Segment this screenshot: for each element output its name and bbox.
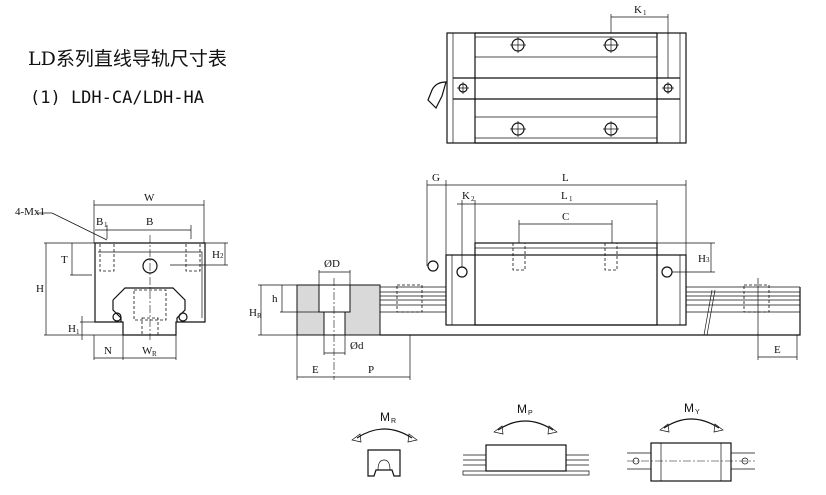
svg-text:Y: Y	[695, 409, 700, 416]
svg-text:3: 3	[706, 256, 710, 264]
svg-text:P: P	[528, 410, 533, 417]
svg-text:R: R	[152, 350, 157, 358]
svg-text:2: 2	[220, 252, 224, 260]
dim-K2: K	[462, 190, 470, 202]
dim-G: G	[432, 172, 440, 184]
dim-B1: B	[96, 216, 103, 228]
dim-L: L	[562, 172, 569, 184]
grease-nipple-icon	[427, 81, 447, 110]
svg-text:1: 1	[569, 195, 573, 203]
dim-HR: H	[249, 307, 257, 319]
grease-nipple-icon	[427, 260, 439, 272]
dim-K1: K	[634, 4, 642, 16]
dim-WR: W	[142, 345, 153, 357]
dim-E: E	[312, 364, 319, 376]
svg-text:R: R	[257, 312, 262, 320]
svg-text:1: 1	[104, 221, 108, 229]
dim-N: N	[104, 345, 112, 357]
side-view: G L K 2 L 1 C H 3 E	[380, 172, 801, 360]
moment-MP-icon: M P	[462, 402, 590, 476]
dim-L1: L	[561, 190, 568, 202]
label-4-Mx1: 4-Mx1	[15, 206, 45, 218]
moment-MY-icon: M Y	[627, 401, 755, 482]
dim-H: H	[36, 283, 44, 295]
dim-H2: H	[212, 249, 220, 261]
dim-T: T	[61, 254, 68, 266]
dim-h: h	[272, 293, 278, 305]
dim-E-side: E	[774, 344, 781, 356]
svg-text:1: 1	[643, 9, 647, 17]
front-view: W B 1 B 4-Mx1 H T H 2 H 1 N W R	[15, 192, 228, 360]
top-view: K 1	[427, 4, 687, 144]
dim-H3: H	[698, 253, 706, 265]
page-title: LD系列直线导轨尺寸表	[28, 48, 227, 70]
svg-text:M: M	[684, 401, 694, 415]
svg-text:M: M	[517, 402, 527, 416]
model-subtitle: (1) LDH-CA/LDH-HA	[30, 88, 204, 108]
dim-B: B	[146, 216, 153, 228]
svg-text:2: 2	[471, 195, 475, 203]
dim-W: W	[144, 192, 155, 204]
dim-P: P	[368, 364, 374, 376]
dim-C: C	[562, 211, 569, 223]
dim-OD: ØD	[324, 258, 340, 270]
svg-text:M: M	[380, 410, 390, 424]
dim-Od: Ød	[350, 340, 364, 352]
moment-MR-icon: M R	[351, 410, 418, 477]
mounting-holes	[457, 37, 674, 137]
rail-section: ØD h H R Ød E P	[249, 258, 411, 380]
dim-H1: H	[68, 323, 76, 335]
svg-text:R: R	[391, 418, 396, 425]
svg-text:1: 1	[76, 328, 80, 336]
